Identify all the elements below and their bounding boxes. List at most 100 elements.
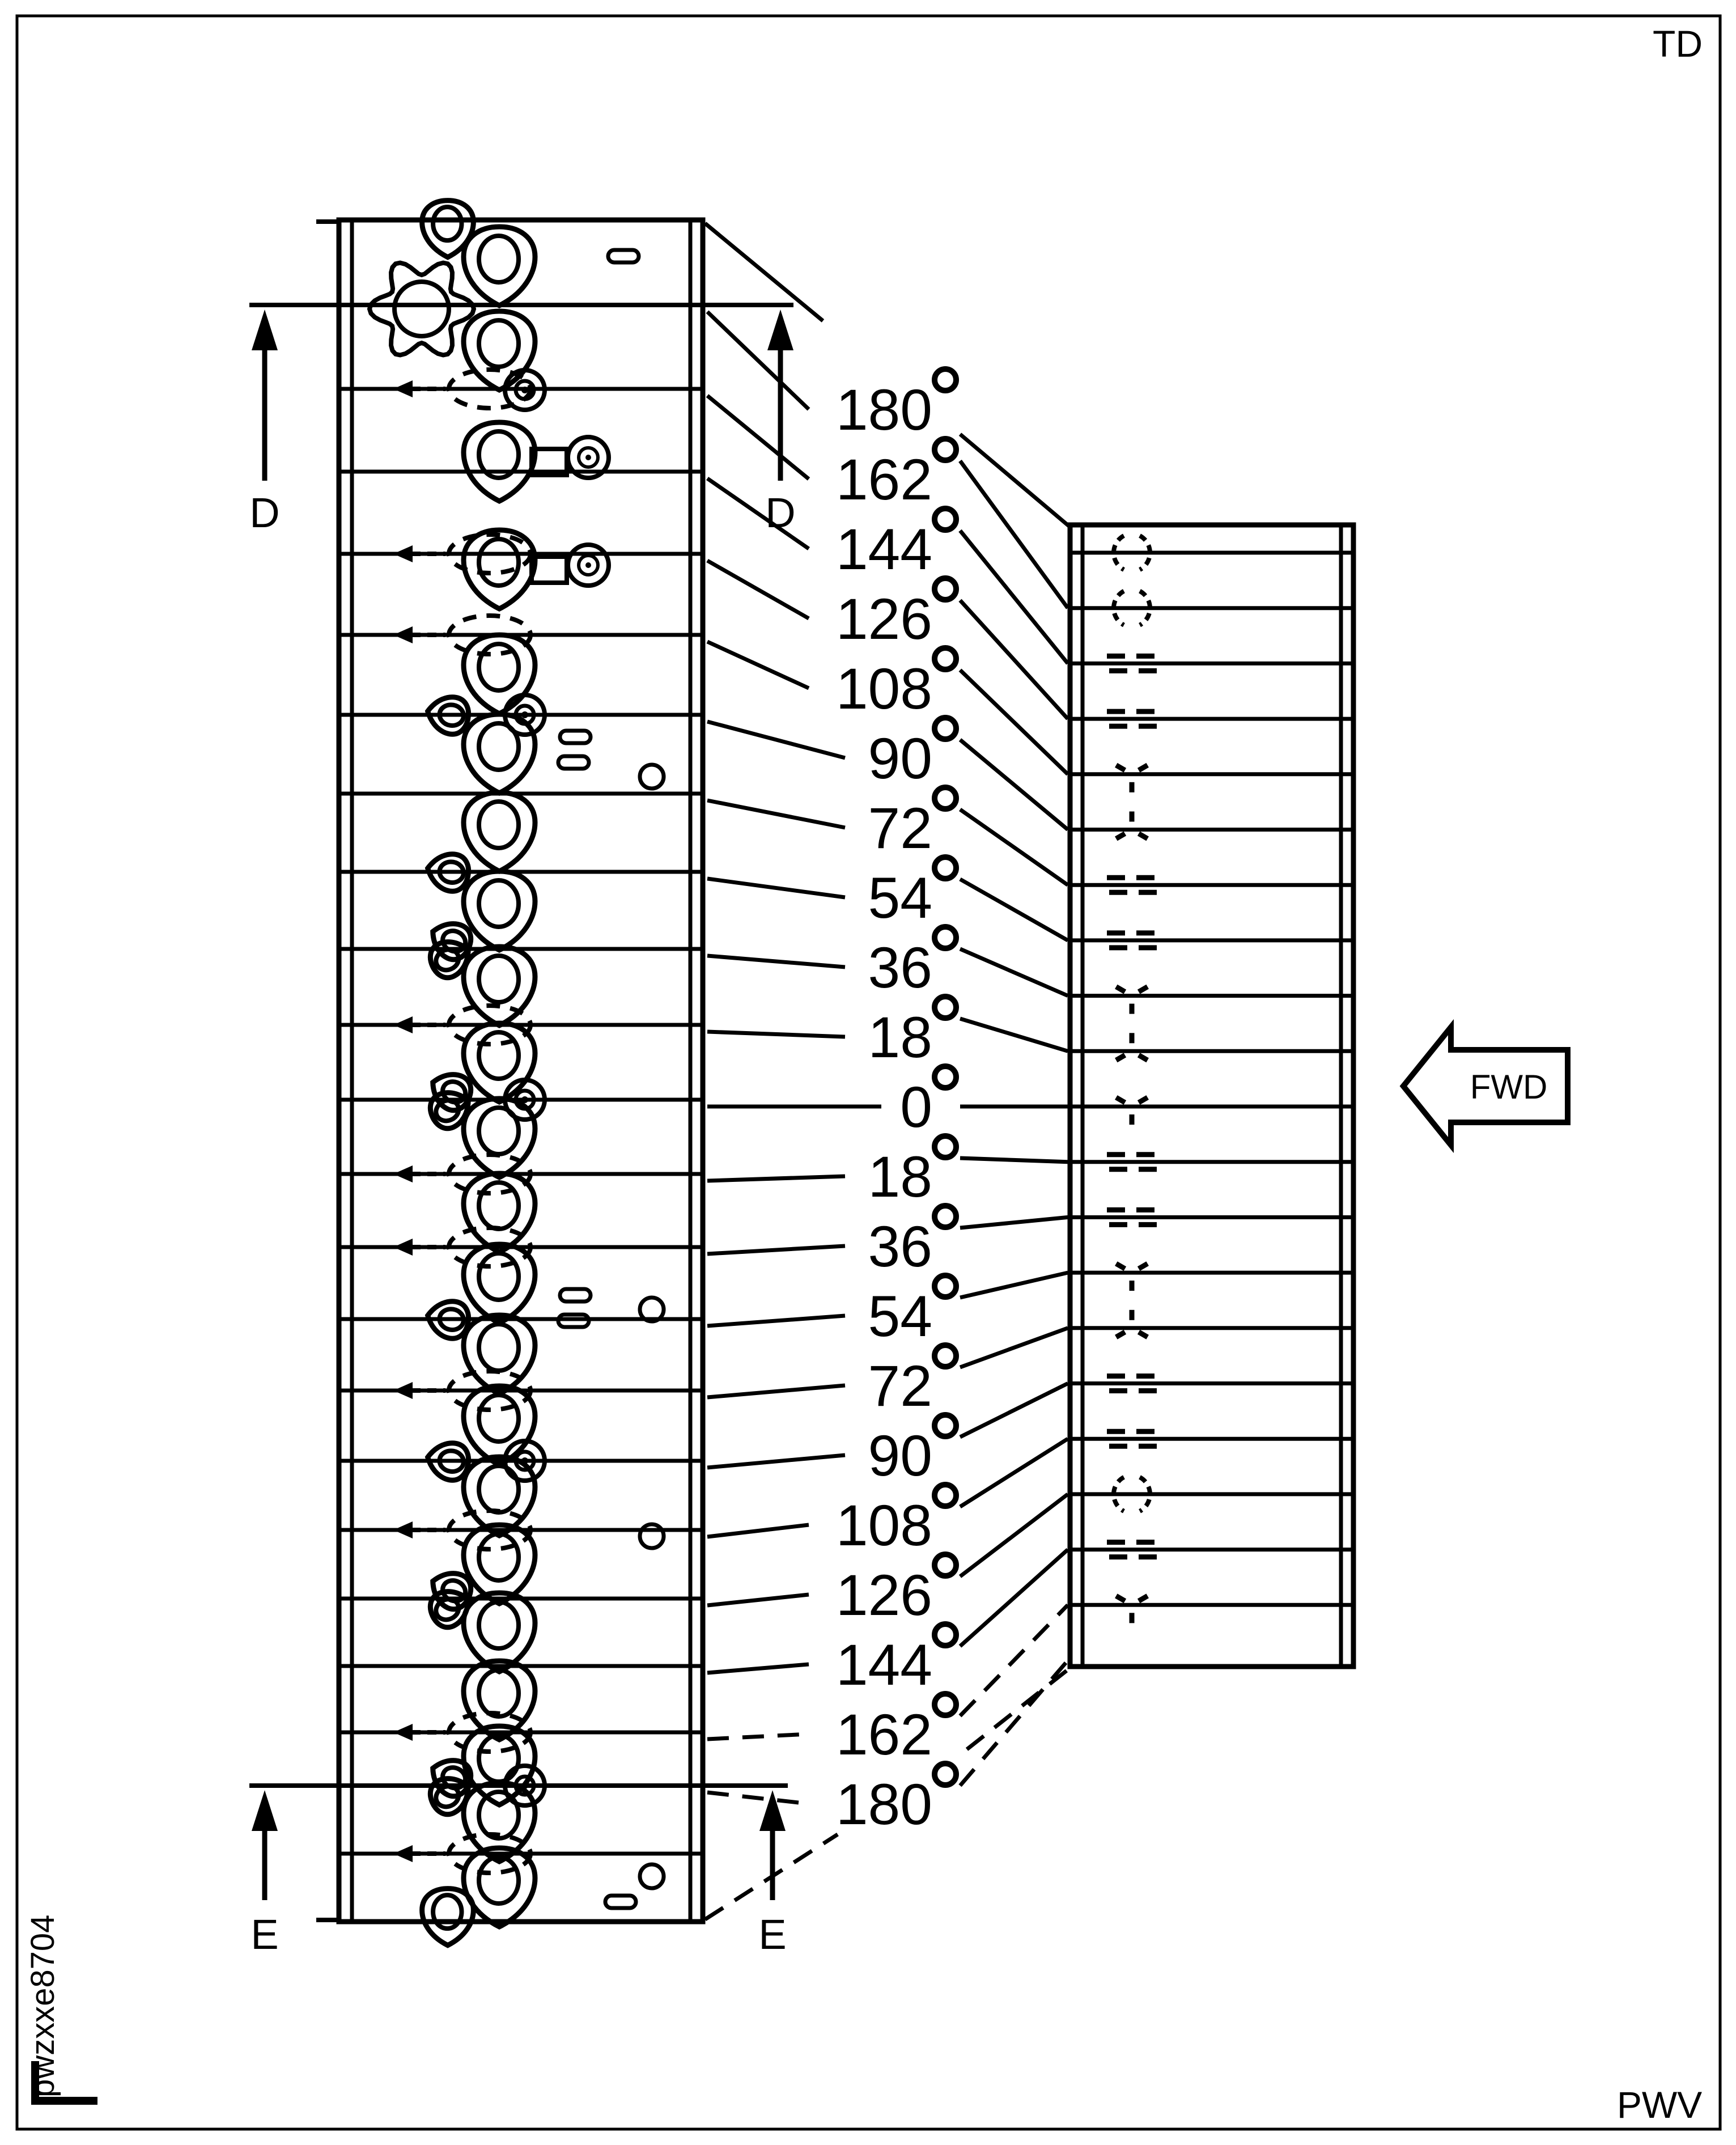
side-lobe [425,1440,472,1483]
cam-lobe [461,308,538,393]
hidden-arrow-left [447,1226,533,1269]
cam-lobe [461,790,538,875]
side-lobe [425,851,472,894]
cam-lobe [461,868,538,953]
port-mark [1115,762,1127,773]
hidden-arrow-left [447,1508,533,1551]
leader-left [706,558,810,621]
degree-label: 108 [836,656,932,721]
port-mark [1107,1540,1157,1560]
leader-left [707,1313,846,1328]
lobe-link-ring [529,542,611,588]
watermark-bracket [31,2061,97,2105]
hidden-arrow-left [393,1832,533,1875]
leader-right [960,1156,1068,1164]
hidden-arrow-left [447,613,533,656]
degree-label: 180 [836,1772,932,1837]
port-mark [1138,533,1152,572]
leader-left [707,719,846,760]
port-mark [1115,1261,1149,1291]
hidden-arrow-left [393,1016,413,1033]
cam-lobe [477,878,521,929]
cam-lobe [461,1241,538,1326]
cam-lobe [477,429,521,480]
degree-superscript-circle [932,1412,959,1439]
cam-lobe [477,1030,521,1081]
leader-right [959,877,1069,942]
degree-superscript-circle [932,1551,959,1579]
corner-tie-top [958,433,1071,528]
right-strip [1067,522,1356,1669]
corner-tie-top [703,222,825,323]
port-mark [1107,1152,1157,1172]
leader-right [959,1437,1069,1508]
degree-superscript-circle [932,1482,959,1509]
side-lobe [437,859,466,885]
degree-label: 90 [868,726,932,791]
leader-left [707,1029,846,1039]
side-lobe [427,1090,471,1131]
lobe-link-ring [585,455,591,460]
degree-label: 162 [836,1702,932,1767]
hidden-arrow-left [393,1239,413,1256]
hidden-arrow-left [447,1369,533,1412]
port-mark [1115,1095,1127,1105]
side-lobe [425,1440,472,1483]
leader-left-dashed [707,1732,809,1741]
cam-lobe [477,799,521,850]
section-arrowhead [252,310,278,350]
degree-label: 0 [900,1075,932,1139]
leader-left [707,1383,846,1400]
cam-lobe [477,1322,521,1373]
leader-left [707,1523,809,1539]
port-mark [1115,1593,1127,1604]
sprocket-star [367,260,477,358]
port-mark [1107,1207,1157,1227]
leader-left [707,1662,809,1675]
section-arrowhead [252,1790,278,1831]
section-arrowhead [759,1790,786,1831]
port-mark [1115,1593,1149,1623]
section-arrow-e-left [252,1790,278,1900]
port-mark [1111,533,1126,572]
cam-lobe [461,790,538,875]
cam-lobe [461,308,538,393]
hidden-arrow-left [393,1845,413,1862]
hidden-arrow-left [393,532,533,575]
sprocket-star [367,260,477,358]
ring-with-dot [503,1439,547,1483]
ring-with-dot [513,379,536,401]
leader-right [958,808,1069,887]
degree-label: 72 [868,1354,932,1418]
degree-label: 90 [868,1423,932,1488]
hidden-arrow-left [447,1003,533,1046]
hidden-arrow-left [393,1508,533,1551]
section-arrow-d-right [767,310,793,481]
oil-slot [556,754,591,771]
hidden-arrow-left [447,1832,533,1875]
section-arrow-d-left [252,310,278,481]
hidden-arrow-left [447,367,533,410]
left-strip [316,198,706,1948]
leader-left [707,953,846,969]
ring-with-dot [521,711,528,718]
side-lobe [434,1098,461,1124]
degree-superscript-circle [932,1621,959,1648]
cam-lobe [461,527,538,612]
cam-lobe [461,1454,538,1539]
degree-label: 108 [836,1493,932,1558]
section-lines [249,303,793,1788]
port-mark [1138,1475,1152,1514]
cam-lobe-partial [431,1893,464,1931]
port-mark [1111,589,1126,628]
section-arrow-e-left-label: E [251,1911,278,1958]
side-lobe [427,1589,471,1630]
cam-lobe [461,944,538,1029]
degree-superscript-circle [932,506,959,533]
side-lobe [437,1307,466,1332]
section-arrow-d-left-label: D [249,489,279,536]
side-lobe [427,1589,471,1630]
degree-label: 54 [868,866,932,930]
leader-right [960,1215,1068,1230]
